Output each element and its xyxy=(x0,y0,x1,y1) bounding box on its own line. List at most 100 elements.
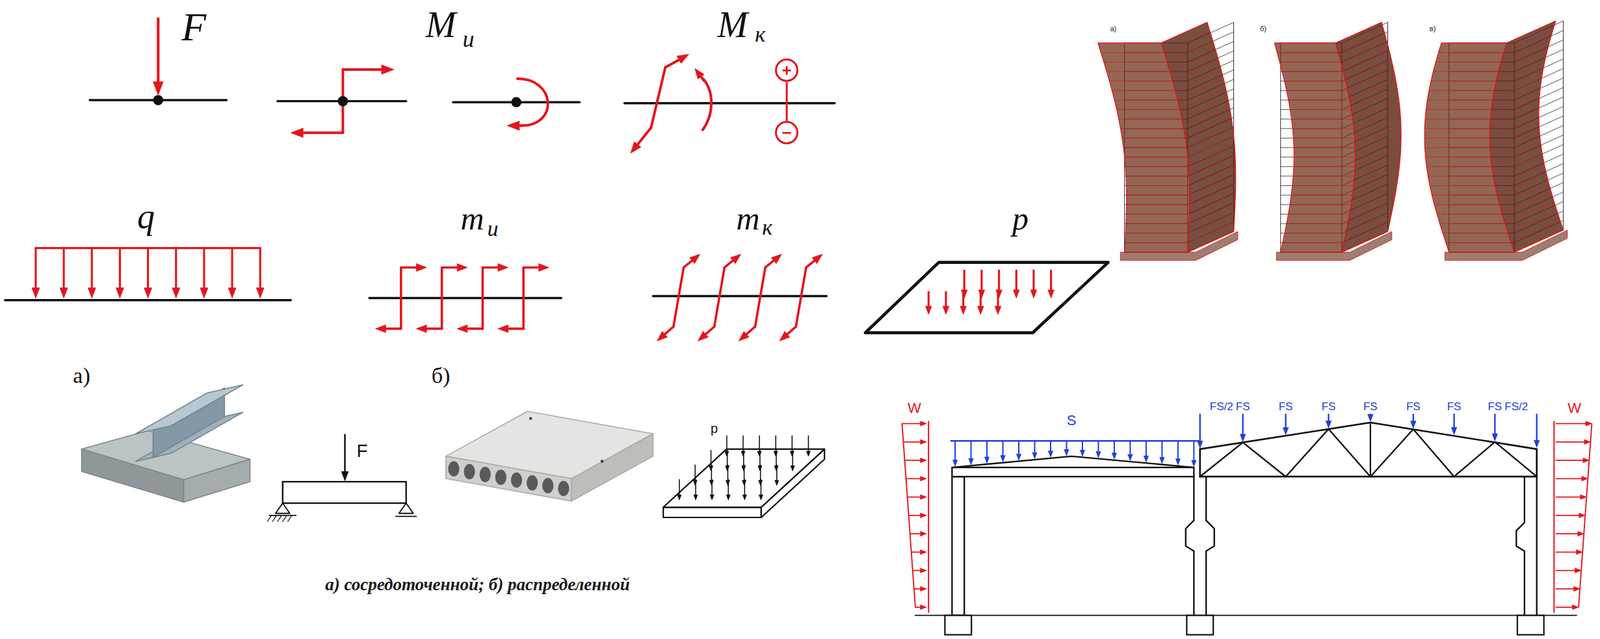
arrow-head xyxy=(724,451,729,457)
arrow-head xyxy=(1572,605,1579,610)
snow-force-label: FS xyxy=(1235,400,1251,412)
load-arrow xyxy=(963,270,966,290)
arrow-head xyxy=(1016,453,1021,460)
arrow-head xyxy=(730,254,742,264)
sign-text: − xyxy=(782,124,792,142)
truss-post xyxy=(1369,422,1372,477)
arrow-head xyxy=(773,451,778,457)
snow-force-label: FS xyxy=(1447,400,1462,412)
moment-arrow xyxy=(519,124,522,127)
torque-arrow xyxy=(806,260,815,268)
moment-arrow xyxy=(523,266,539,270)
deformed-floor xyxy=(1125,212,1235,234)
snow-arrow xyxy=(1145,440,1147,456)
tower-c xyxy=(1424,20,1568,261)
wind-arrow xyxy=(911,551,921,553)
truss-top-chord xyxy=(1200,422,1537,450)
snow-force-label: FS xyxy=(1406,400,1421,412)
block-front xyxy=(81,449,184,503)
wind-arrow xyxy=(904,459,921,461)
arrow-head xyxy=(789,451,794,457)
truss-diagonals xyxy=(1200,429,1537,477)
deformed-floor xyxy=(1114,79,1224,101)
arrow-head xyxy=(31,288,40,299)
load-arrow xyxy=(202,248,205,289)
area-load-symbol xyxy=(865,262,1109,333)
frame-edge xyxy=(1280,42,1281,253)
load-arrow xyxy=(742,436,744,452)
figure-letter: б) xyxy=(1259,24,1267,32)
load-arrow xyxy=(997,270,1000,290)
arrow-head xyxy=(1197,440,1203,448)
arrow-head xyxy=(1282,427,1288,435)
arrow-head xyxy=(507,120,520,131)
tower-base xyxy=(1444,230,1567,261)
column-edge xyxy=(1206,476,1215,616)
arrow-head xyxy=(920,439,927,445)
deformed-floor xyxy=(1441,20,1556,43)
distributed-force-label: q xyxy=(137,198,155,235)
truss-bottom-chord xyxy=(1200,475,1537,478)
arrow-head xyxy=(709,480,714,486)
tower-b xyxy=(1274,22,1402,261)
deformed-floor xyxy=(1118,98,1229,119)
snow-arrow xyxy=(1177,440,1179,460)
deformed-floor xyxy=(1425,96,1540,119)
arrow-head xyxy=(758,494,763,500)
lifting-loop xyxy=(600,459,604,463)
load-arrow xyxy=(259,248,262,289)
node-dot xyxy=(511,96,522,108)
arrow-head xyxy=(1048,451,1053,458)
load-arrow xyxy=(808,436,810,452)
arrow-head xyxy=(228,288,237,299)
load-arrow xyxy=(774,436,777,452)
deformed-floor xyxy=(1100,31,1210,53)
beam-scheme xyxy=(267,434,417,522)
arrow-head xyxy=(920,421,927,426)
torque-stem xyxy=(714,267,725,327)
wind-arrow xyxy=(1556,533,1578,535)
deformed-floor xyxy=(1425,125,1540,148)
subscript: к xyxy=(754,23,766,46)
load-arrow xyxy=(726,436,728,452)
wind-arrow xyxy=(1556,423,1587,425)
arrow-head xyxy=(1096,451,1101,458)
support-hatch xyxy=(277,515,282,522)
slab-hole xyxy=(495,469,507,486)
snow-force-label: FS xyxy=(1278,400,1294,412)
arrow-head xyxy=(779,331,790,342)
load-arrow xyxy=(980,270,983,290)
truss-end-post xyxy=(1535,449,1538,477)
torque-arc xyxy=(702,78,712,131)
arrow-head xyxy=(942,306,950,315)
arrow-head xyxy=(1143,455,1149,462)
deformed-floor xyxy=(1274,22,1382,43)
deformed-floor xyxy=(1293,136,1402,158)
snow-arrow xyxy=(1129,440,1131,455)
deformed-floor xyxy=(1424,116,1539,139)
arrow-head xyxy=(920,512,927,518)
deformed-side xyxy=(1335,22,1402,253)
arrow-head xyxy=(1012,289,1020,299)
deformed-floor xyxy=(1126,183,1236,205)
torque-arrow xyxy=(700,76,705,81)
arrow-head xyxy=(738,331,749,342)
caption-text: а) сосредоточенной; б) распределенной xyxy=(325,576,630,594)
tower-a xyxy=(1098,22,1238,261)
support-hatch xyxy=(272,515,277,522)
load-arrow xyxy=(962,291,965,307)
arrow-head xyxy=(689,254,701,264)
arrow-head xyxy=(375,325,387,333)
frame-edge xyxy=(1562,20,1564,231)
beam-line xyxy=(5,299,291,302)
arrow-head xyxy=(1451,427,1457,435)
deformed-floor xyxy=(1424,106,1539,129)
arrow-head xyxy=(742,494,747,500)
wind-arrow xyxy=(1556,496,1581,499)
arrow-head xyxy=(1000,455,1006,462)
wind-arrow xyxy=(915,606,921,608)
arrow-head xyxy=(1175,459,1181,465)
snow-arrow xyxy=(1018,440,1020,454)
arrow-head xyxy=(693,480,697,486)
snow-arrow xyxy=(954,440,956,460)
